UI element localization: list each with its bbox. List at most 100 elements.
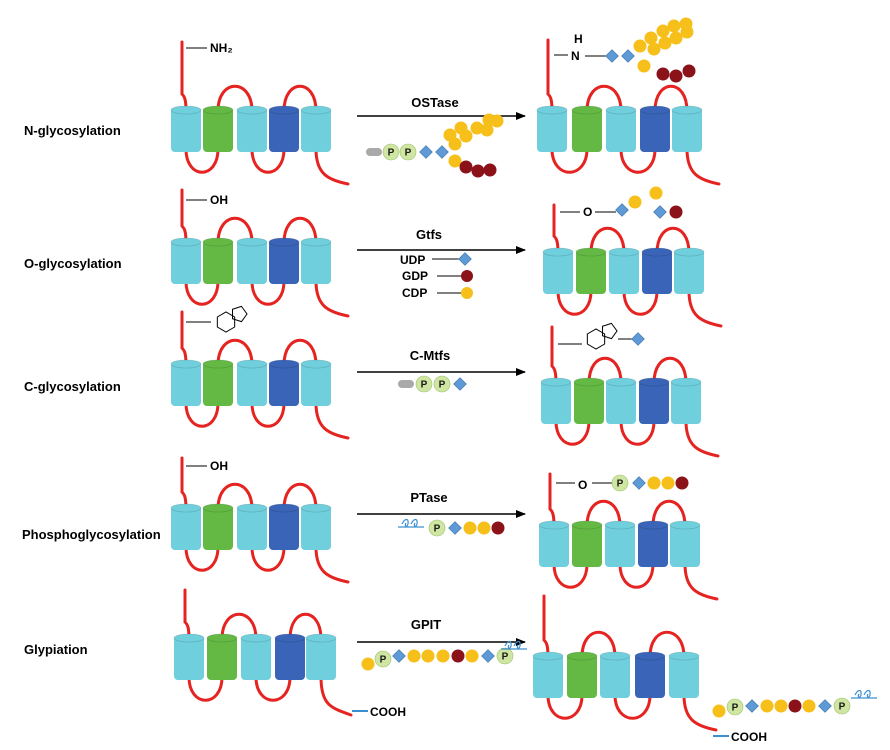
svg-text:P: P [380, 655, 387, 666]
glcnac-diamond [458, 252, 472, 266]
transmembrane-helix-cyan [236, 105, 268, 152]
glucose-circle [656, 24, 670, 38]
transmembrane-helix-blue [637, 520, 669, 567]
transmembrane-helix-cyan [236, 503, 268, 550]
transmembrane-helix-cyan [670, 377, 702, 424]
protein-left-row3 [170, 310, 350, 440]
enzyme-label-c-mtfs: C-Mtfs [410, 348, 450, 363]
glucose-circle [628, 195, 642, 209]
enzyme-label-ptase: PTase [410, 490, 447, 505]
svg-text:P: P [405, 148, 412, 159]
protein-right-row3 [540, 325, 720, 458]
row-label-phosphoglycosylation: Phosphoglycosylation [22, 527, 161, 542]
transmembrane-helix-blue [268, 503, 300, 550]
fucose-circle [471, 164, 485, 178]
phosphoglycan-chain: P [611, 474, 689, 492]
glucose-circle [680, 25, 694, 39]
glucose-circle [421, 649, 435, 663]
transmembrane-helix-cyan [668, 651, 700, 698]
glucose-circle [490, 114, 504, 128]
glucose-circle [454, 121, 468, 135]
transmembrane-helix-cyan [170, 237, 202, 284]
glucose-circle [774, 699, 788, 713]
transmembrane-helix-cyan [300, 105, 332, 152]
fucose-circle [483, 163, 497, 177]
transmembrane-helix-cyan [170, 503, 202, 550]
amine-group-label: NH₂ [210, 41, 233, 55]
phosphate-circle: P [428, 519, 446, 537]
transmembrane-helix-cyan [605, 377, 637, 424]
glucose-circle [647, 42, 661, 56]
transmembrane-helix-cyan [604, 520, 636, 567]
polypeptide-chain [552, 203, 723, 328]
phosphate-circle: P [374, 650, 392, 668]
glucose-circle [448, 154, 462, 168]
protein-right-row1 [536, 38, 721, 186]
fucose-circle [461, 270, 473, 282]
row-label-glypiation: Glypiation [24, 642, 88, 657]
donor-cdp-label: CDP [402, 286, 427, 300]
transmembrane-helix-cyan [540, 377, 572, 424]
polypeptide-chain [542, 594, 718, 732]
glucose-circle [667, 19, 681, 33]
phosphate-circle: P [496, 647, 514, 665]
glcnac-diamond [818, 699, 832, 713]
svg-text:P: P [732, 703, 739, 714]
protein-right-row5 [532, 594, 718, 732]
transmembrane-helix-cyan [669, 520, 701, 567]
glucose-circle [461, 287, 473, 299]
transmembrane-helix-cyan [300, 503, 332, 550]
glucose-circle [760, 699, 774, 713]
glucose-circle [649, 186, 663, 200]
glcnac-diamond [392, 649, 406, 663]
donor-udp-label: UDP [400, 253, 425, 267]
glcnac-diamond [435, 145, 449, 159]
ethanolamine-circle [712, 704, 726, 718]
transmembrane-helix-green [206, 633, 238, 680]
protein-right-row4 [538, 472, 719, 601]
n-linked-h-label: H [574, 32, 583, 46]
phosphate-circle: P [415, 375, 433, 393]
protein-left-row2 [170, 188, 350, 318]
polypeptide-chain [183, 588, 353, 717]
transmembrane-helix-cyan [300, 359, 332, 406]
transmembrane-helix-blue [638, 377, 670, 424]
o-linked-oxygen-label: O [583, 205, 592, 219]
gpi-lipid-anchor [501, 640, 527, 650]
transmembrane-helix-green [571, 520, 603, 567]
glucose-circle [470, 121, 484, 135]
polypeptide-chain [180, 310, 350, 440]
glucose-circle [407, 649, 421, 663]
fucose-circle [491, 521, 505, 535]
polypeptide-chain [180, 40, 350, 186]
protein-left-row1 [170, 40, 350, 186]
transmembrane-helix-blue [641, 247, 673, 294]
transmembrane-helix-blue [268, 105, 300, 152]
glucose-circle [661, 476, 675, 490]
protein-left-row5 [173, 588, 353, 717]
hydroxyl-group-label-o: OH [210, 193, 228, 207]
transmembrane-helix-cyan [305, 633, 337, 680]
transmembrane-helix-cyan [542, 247, 574, 294]
transmembrane-helix-cyan [532, 651, 564, 698]
glucose-circle [644, 31, 658, 45]
transmembrane-helix-green [202, 359, 234, 406]
fucose-circle [459, 160, 473, 174]
protein-right-row2 [542, 203, 723, 328]
carboxyl-label-right: COOH [731, 730, 767, 744]
fucose-circle [656, 67, 670, 81]
glucose-circle [443, 128, 457, 142]
donor-gdp-label: GDP [402, 269, 428, 283]
transmembrane-helix-green [575, 247, 607, 294]
phosphate-circle: P [611, 474, 629, 492]
phosphate-circle: P [399, 143, 417, 161]
svg-text:P: P [502, 652, 509, 663]
o-glycan-chain [615, 186, 683, 219]
phosphate-circle: P [726, 698, 744, 716]
svg-text:P: P [421, 380, 428, 391]
ethanolamine-circle [361, 657, 375, 671]
transmembrane-helix-cyan [240, 633, 272, 680]
